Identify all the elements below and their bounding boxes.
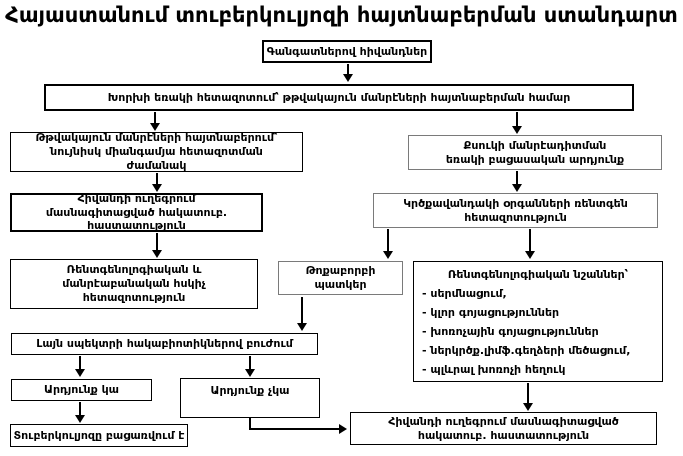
xray-sign-item: - պլևրալ խոռոչի հեղուկ bbox=[422, 363, 566, 376]
node-smear-negative: Քսուկի մանրէադիտման եռակի բացասական արդյ… bbox=[408, 135, 662, 170]
node-patients-with-complaints: Գանգատներով հիվանդներ bbox=[262, 40, 432, 63]
xray-signs-title: Ռենտգենոլոգիական նշաններ՝ bbox=[447, 268, 629, 281]
node-result-yes: Արդյունք կա bbox=[11, 379, 152, 401]
node-afb-detected: Թթվակայուն մանրէների հայտնաբերում՝ նույն… bbox=[10, 131, 303, 172]
node-sputum-triple-exam: Խորխի եռակի հետազոտում՝ թթվակայուն մանրէ… bbox=[44, 84, 634, 111]
node-antibiotics-treatment: Լայն սպեկտրի հակաբիոտիկներով բուժում bbox=[11, 333, 318, 355]
xray-sign-item: - ներկրծք.լիմֆ.գեղձերի մեծացում, bbox=[422, 344, 631, 357]
xray-sign-item: - խոռոչային գոյացություններ bbox=[422, 325, 599, 338]
node-chest-xray: Կրծքավանդակի օրգանների ռենտգեն հետազոտու… bbox=[373, 193, 658, 228]
node-xray-signs: Ռենտգենոլոգիական նշաններ՝ - սերմնացում, … bbox=[413, 261, 663, 382]
xray-sign-item: - կլոր գոյացություններ bbox=[422, 306, 560, 319]
xray-sign-item: - սերմնացում, bbox=[422, 287, 507, 300]
page-title: Հայաստանում տուբերկուլյոզի հայտնաբերման … bbox=[5, 3, 678, 27]
node-control-exam: Ռենտգենոլոգիական և մանրէաբանական հսկիչ հ… bbox=[10, 259, 258, 309]
node-tb-referral-bottom: Հիվանդի ուղեգրում մասնագիտացված հակատուբ… bbox=[350, 412, 657, 445]
node-tb-referral: Հիվանդի ուղեգրում մասնագիտացված հակատուբ… bbox=[10, 192, 263, 232]
node-tb-excluded: Տուբերկուլյոզը բացառվում է bbox=[10, 424, 188, 447]
node-result-no: Արդյունք չկա bbox=[180, 378, 320, 418]
node-pneumonia-picture: Թոքաբորբի պատկեր bbox=[278, 261, 403, 295]
